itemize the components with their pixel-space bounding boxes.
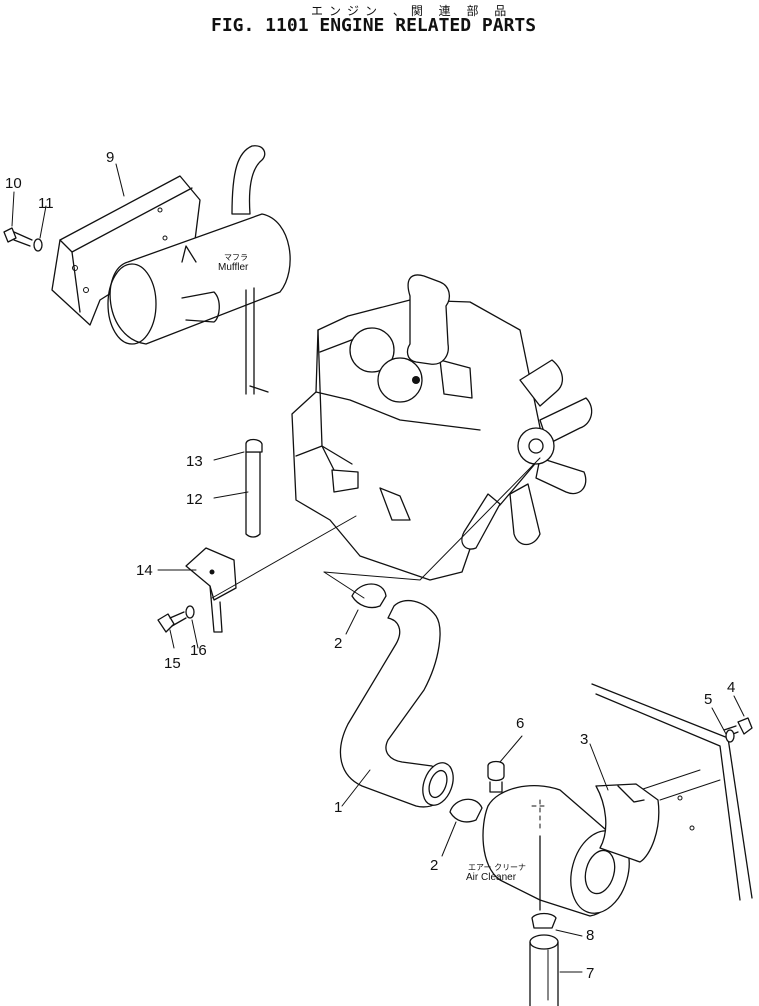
callout-12: 12 xyxy=(186,491,203,508)
bolt-upper xyxy=(3,227,33,247)
callout-10: 10 xyxy=(5,175,22,192)
callout-3: 3 xyxy=(580,731,588,748)
washer-right xyxy=(725,729,735,743)
callout-11: 11 xyxy=(38,195,54,212)
callout-4: 4 xyxy=(727,679,735,696)
engine xyxy=(291,274,593,581)
intake-pipe xyxy=(529,934,559,1006)
washer xyxy=(185,605,195,619)
callout-2-upper: 2 xyxy=(334,635,342,652)
muffler: マフラ Muffler xyxy=(107,145,291,395)
intake-hose xyxy=(339,599,454,808)
washer-upper xyxy=(33,238,43,252)
japanese-title: エンジン 、関 連 部 品 xyxy=(311,3,512,18)
figure-title: FIG. 1101 ENGINE RELATED PARTS xyxy=(211,15,536,36)
muffler-label-jp: マフラ xyxy=(224,253,248,262)
muffler-label: Muffler xyxy=(218,262,249,273)
air-cleaner-label: Air Cleaner xyxy=(466,872,517,883)
callout-15: 15 xyxy=(164,655,181,672)
callout-13: 13 xyxy=(186,453,203,470)
callout-2-lower: 2 xyxy=(430,857,438,874)
dust-indicator xyxy=(487,760,505,793)
bracket xyxy=(185,547,237,633)
exhaust-pipe xyxy=(245,451,261,538)
callout-8: 8 xyxy=(586,927,594,944)
callout-14: 14 xyxy=(136,562,153,579)
hose-clamp-upper xyxy=(351,583,387,609)
callout-16: 16 xyxy=(190,642,207,659)
callout-9: 9 xyxy=(106,149,114,166)
callout-6: 6 xyxy=(516,715,524,732)
callout-1: 1 xyxy=(334,799,342,816)
pipe-clamp-lower xyxy=(531,912,557,929)
pipe-clamp xyxy=(245,438,263,453)
air-cleaner-label-jp: エアー クリーナ xyxy=(468,863,526,872)
callout-7: 7 xyxy=(586,965,594,982)
cab-panel xyxy=(591,683,753,901)
callout-5: 5 xyxy=(704,691,712,708)
hose-clamp-lower xyxy=(449,798,483,823)
bolt xyxy=(157,611,187,633)
callouts: 1 2 2 3 4 5 6 7 8 9 10 11 12 13 14 15 16 xyxy=(5,149,735,982)
leader-lines xyxy=(11,163,745,973)
mounting-band xyxy=(595,783,660,863)
